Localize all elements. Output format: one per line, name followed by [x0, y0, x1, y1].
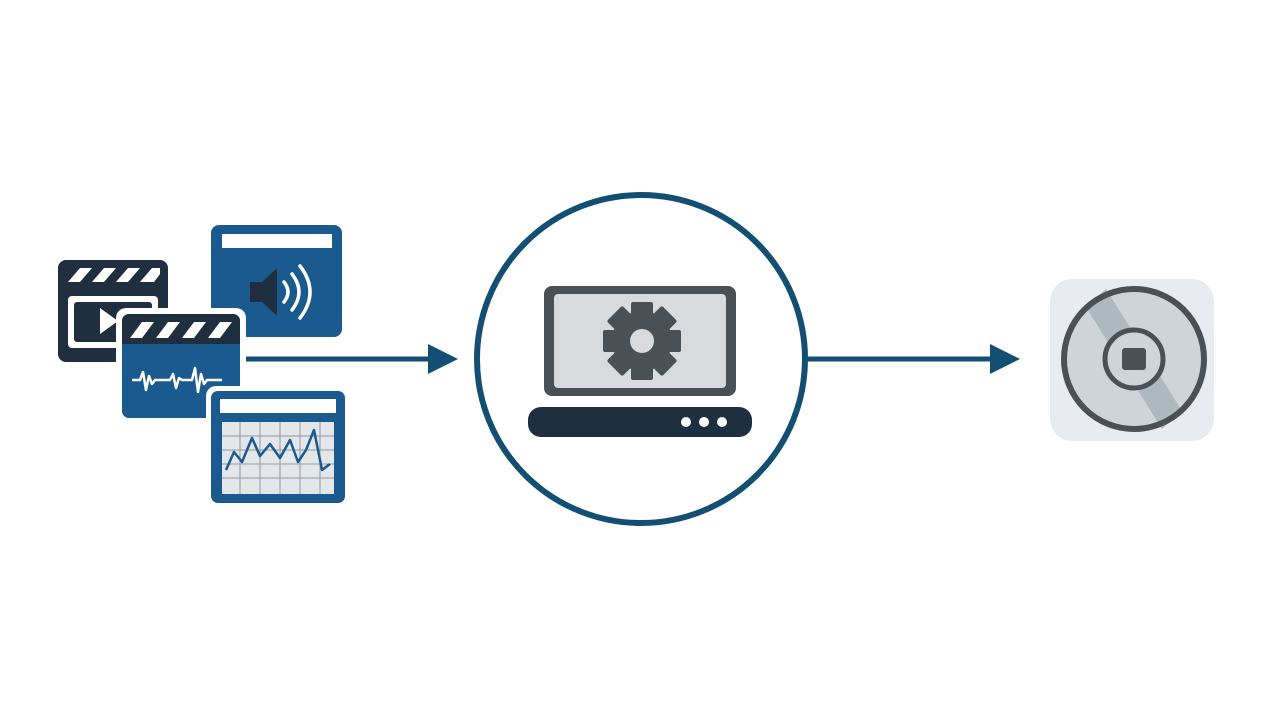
speaker-icon: [250, 268, 277, 316]
laptop-gear-icon: [528, 286, 752, 437]
waveform-icon: [132, 366, 222, 394]
disc-icon: [1061, 286, 1207, 432]
play-icon: [100, 308, 118, 334]
arrow-right-icon: [428, 344, 458, 374]
line-graph-icon: [224, 428, 331, 472]
input-media-group: [58, 225, 350, 508]
arrow-right-icon: [990, 344, 1020, 374]
output-node: [1050, 279, 1214, 441]
audio-speaker-icon: [211, 225, 342, 337]
laptop-base: [528, 407, 752, 437]
audio-clapperboard-icon: [116, 308, 246, 424]
arrow-processing-to-output: [806, 344, 1020, 374]
arrow-input-to-processing: [246, 344, 458, 374]
processing-node: [474, 192, 808, 526]
gear-icon: [603, 302, 681, 380]
data-chart-icon: [206, 386, 350, 508]
